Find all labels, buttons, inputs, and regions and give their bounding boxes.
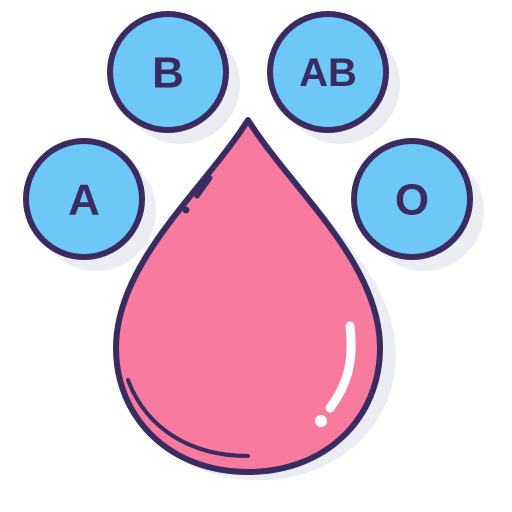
blood-type-a-label: A xyxy=(68,176,100,225)
blood-type-o-circle xyxy=(351,138,473,260)
blood-type-o: O xyxy=(351,138,473,260)
blood-drop-shape xyxy=(113,117,383,475)
blood-type-a-circle xyxy=(23,138,145,260)
blood-type-b-circle xyxy=(107,11,229,133)
blood-drop-inner-dot xyxy=(182,206,190,214)
blood-type-b-label: B xyxy=(152,49,184,98)
blood-type-b: B xyxy=(107,11,229,133)
blood-type-o-label: O xyxy=(395,176,429,225)
blood-drop-bottom-line xyxy=(126,378,250,458)
blood-type-ab: AB xyxy=(267,11,389,133)
blood-drop-highlight-dot xyxy=(315,415,327,427)
blood-type-ab-circle xyxy=(267,11,389,133)
blood-drop-inner-dash xyxy=(194,175,213,199)
blood-drop-icon xyxy=(113,117,383,475)
blood-drop-highlight-line xyxy=(325,321,356,413)
blood-type-ab-label: AB xyxy=(299,51,357,95)
blood-type-a: A xyxy=(23,138,145,260)
